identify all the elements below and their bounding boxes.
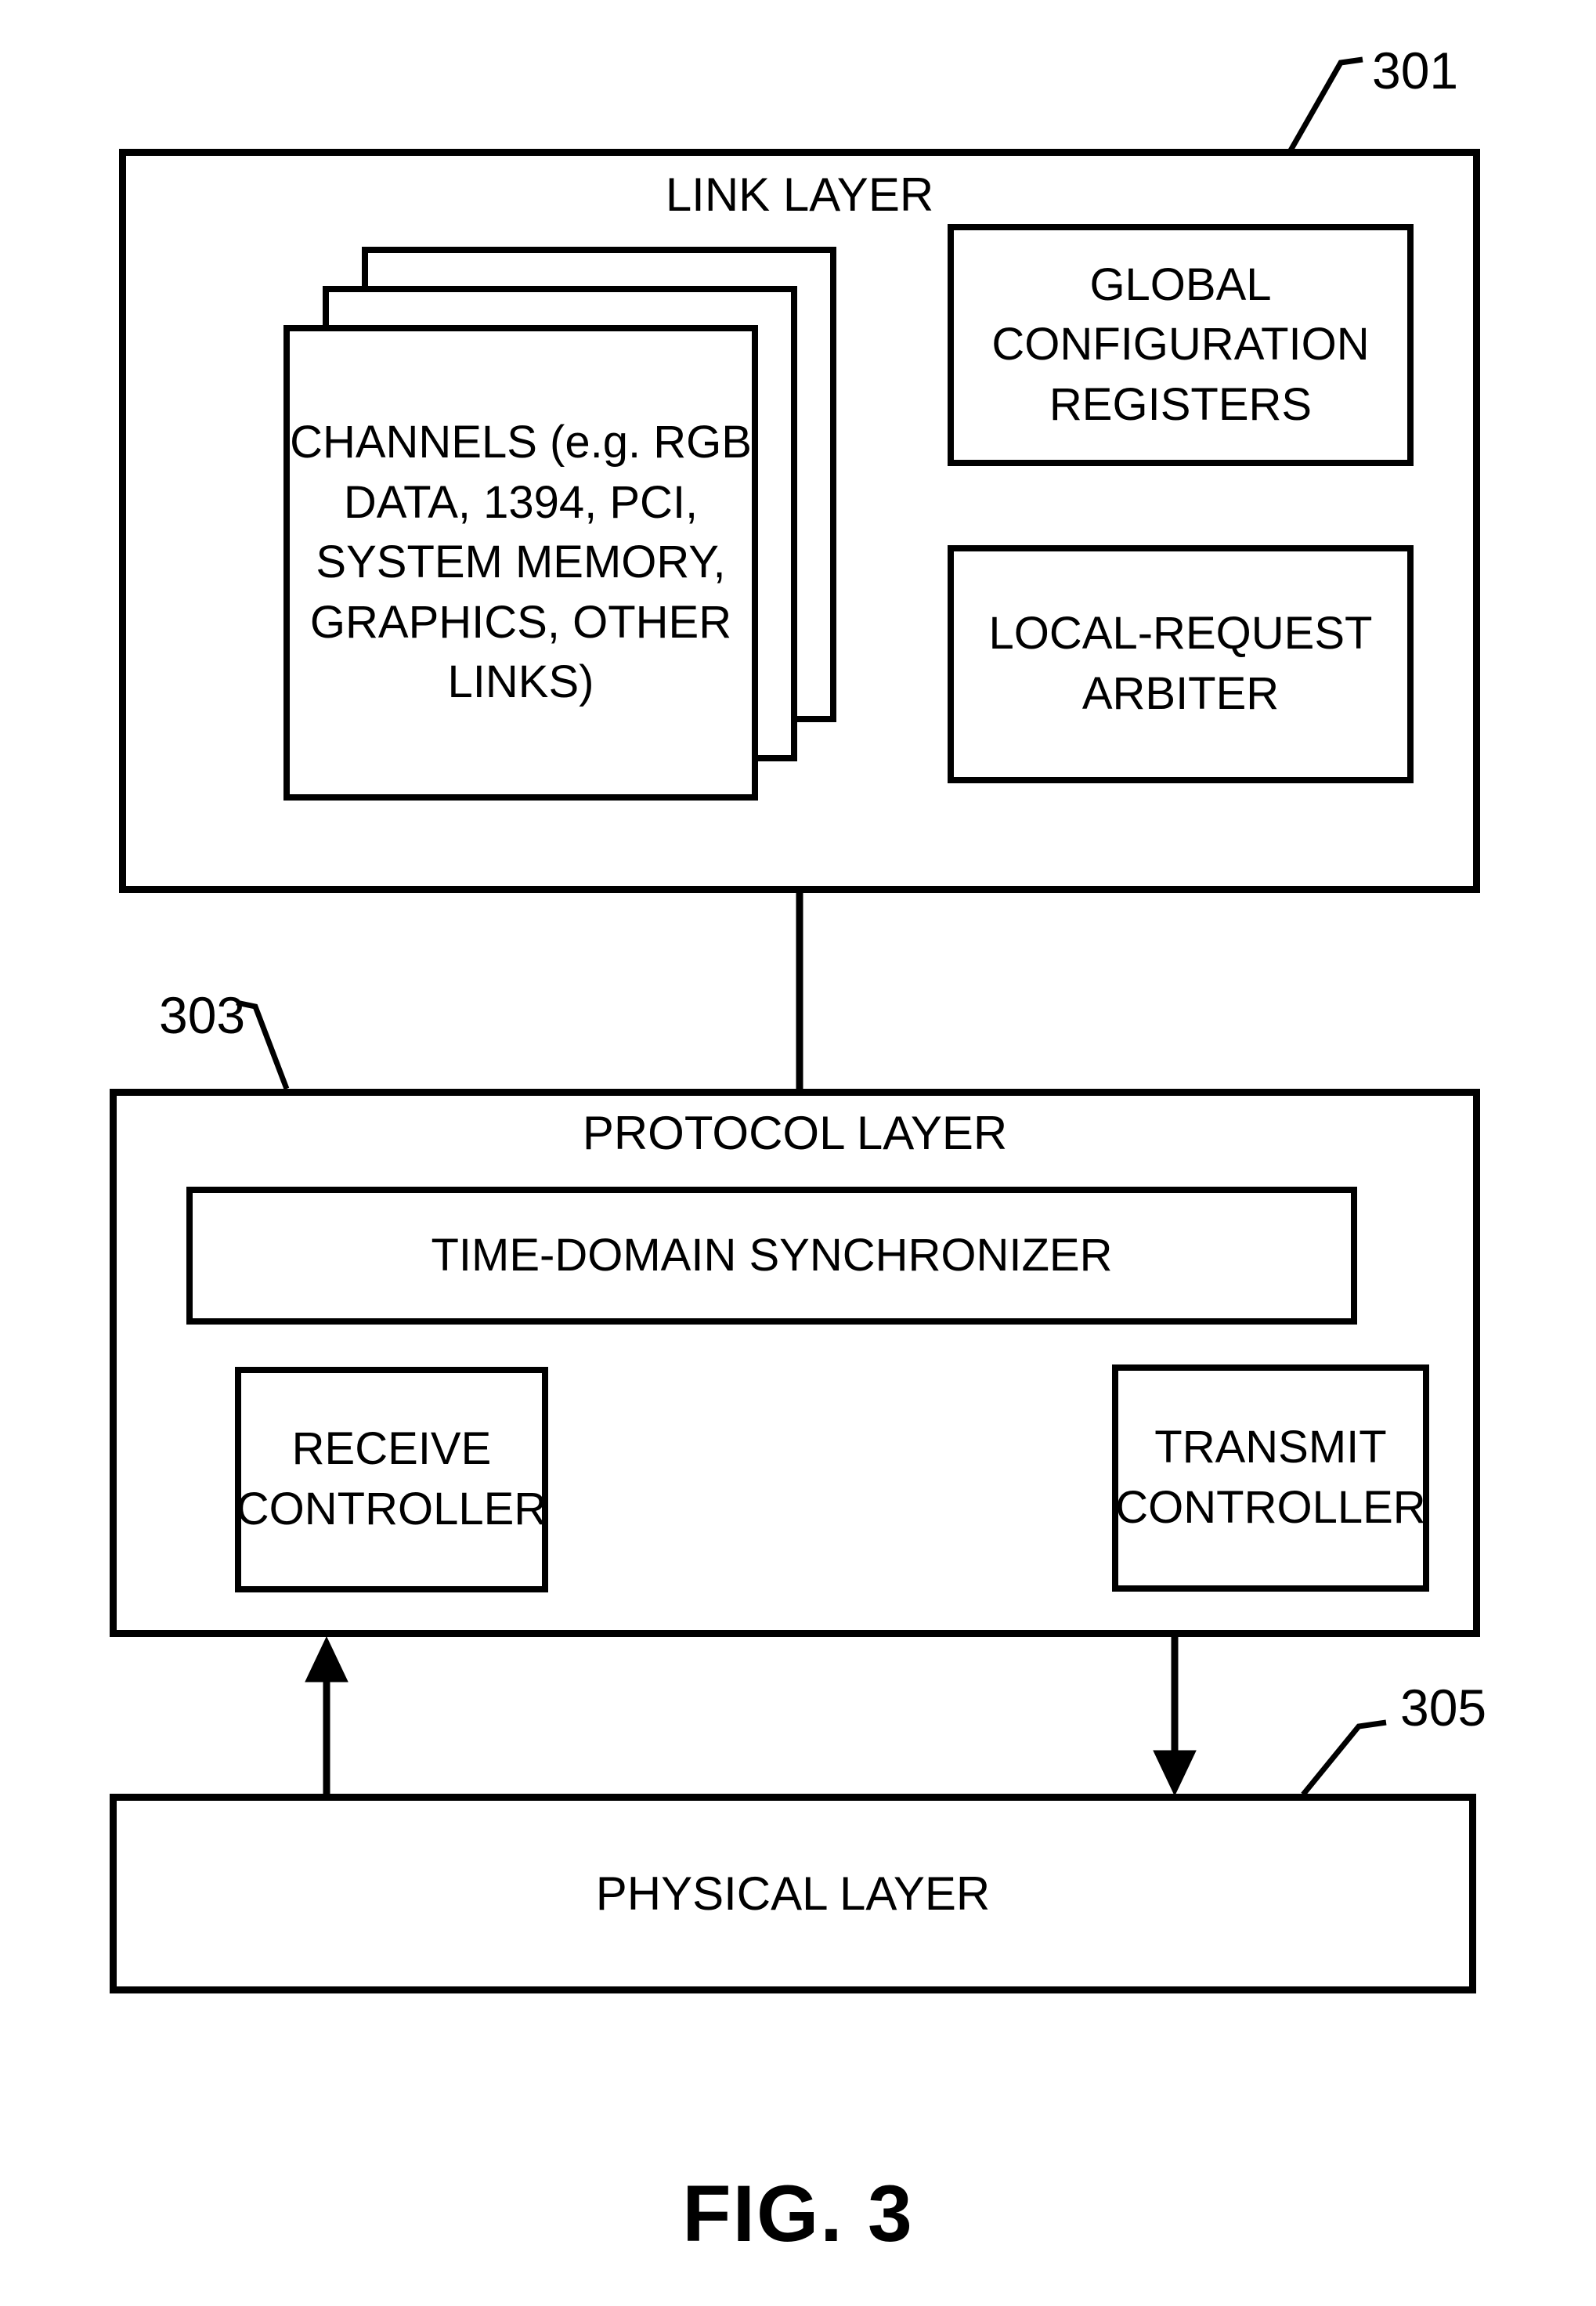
arbiter-line: ARBITER bbox=[1081, 668, 1280, 719]
physical-layer-box: PHYSICAL LAYER bbox=[110, 1794, 1476, 1993]
receive-controller-line: CONTROLLER bbox=[236, 1484, 547, 1534]
link-layer-title: LINK LAYER bbox=[665, 168, 934, 221]
global-registers-line: REGISTERS bbox=[1049, 378, 1313, 430]
channels-card-front: CHANNELS (e.g. RGB DATA, 1394, PCI, SYST… bbox=[283, 325, 758, 801]
global-registers-line: GLOBAL bbox=[1089, 258, 1272, 310]
receive-controller-box: RECEIVE CONTROLLER bbox=[235, 1367, 548, 1592]
physical-layer-title: PHYSICAL LAYER bbox=[595, 1867, 991, 1920]
time-domain-synchronizer-label: TIME-DOMAIN SYNCHRONIZER bbox=[431, 1229, 1113, 1281]
channels-text-line: CHANNELS (e.g. RGB bbox=[290, 417, 752, 468]
down-arrow-head bbox=[1153, 1750, 1197, 1797]
figure-caption: FIG. 3 bbox=[682, 2169, 914, 2258]
receive-controller-line: RECEIVE bbox=[291, 1423, 492, 1475]
local-request-arbiter-box: LOCAL-REQUEST ARBITER bbox=[948, 545, 1414, 783]
leader-line-301 bbox=[1287, 56, 1363, 152]
channels-text-line: SYSTEM MEMORY, bbox=[316, 537, 726, 588]
global-registers-line: CONFIGURATION bbox=[991, 319, 1370, 370]
arbiter-line: LOCAL-REQUEST bbox=[988, 608, 1373, 660]
protocol-layer-title: PROTOCOL LAYER bbox=[582, 1107, 1008, 1159]
channels-text-line: DATA, 1394, PCI, bbox=[343, 476, 699, 528]
channels-text-line: GRAPHICS, OTHER bbox=[309, 596, 732, 648]
ref-301: 301 bbox=[1372, 42, 1459, 99]
up-arrow-head bbox=[305, 1636, 348, 1683]
global-configuration-registers-box: GLOBAL CONFIGURATION REGISTERS bbox=[948, 224, 1414, 466]
transmit-controller-box: TRANSMIT CONTROLLER bbox=[1112, 1364, 1429, 1592]
ref-305: 305 bbox=[1400, 1679, 1487, 1737]
transmit-controller-line: CONTROLLER bbox=[1115, 1482, 1426, 1533]
leader-line-305 bbox=[1301, 1719, 1387, 1797]
ref-303: 303 bbox=[159, 986, 246, 1044]
time-domain-synchronizer-box: TIME-DOMAIN SYNCHRONIZER bbox=[186, 1187, 1357, 1325]
transmit-controller-line: TRANSMIT bbox=[1154, 1422, 1387, 1473]
channels-text-line: LINKS) bbox=[447, 656, 594, 708]
